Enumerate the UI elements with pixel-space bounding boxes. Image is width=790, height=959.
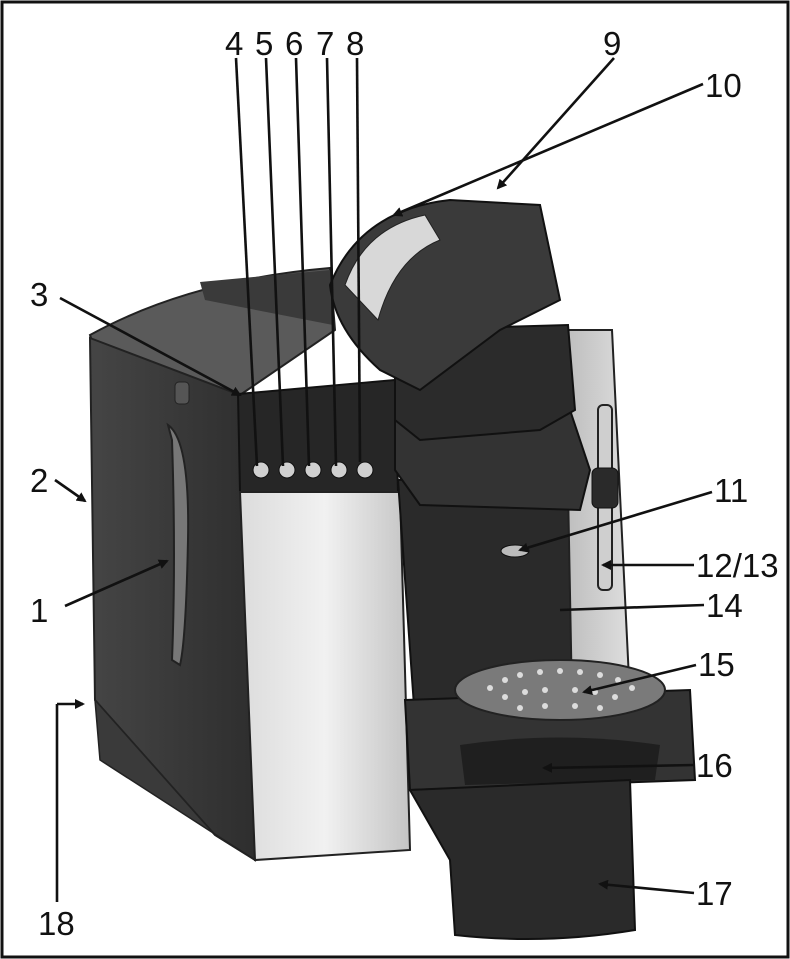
label-12-13: 12/13	[696, 547, 779, 584]
label-15: 15	[698, 646, 735, 683]
capsule-container	[408, 778, 637, 940]
drip-tray-inner	[460, 737, 660, 785]
label-10: 10	[705, 67, 742, 104]
top-slot	[200, 270, 333, 325]
label-9: 9	[603, 25, 621, 62]
label-16: 16	[696, 747, 733, 784]
machine-rear-base	[94, 697, 256, 861]
cup-grid-holes	[487, 668, 635, 711]
front-panel	[238, 491, 412, 862]
label-3: 3	[30, 276, 48, 313]
steam-knob	[591, 467, 619, 509]
coffee-outlet	[500, 544, 530, 558]
lid-window	[344, 214, 441, 321]
label-14: 14	[706, 587, 743, 624]
label-2: 2	[30, 462, 48, 499]
label-4: 4	[225, 25, 243, 62]
label-18: 18	[38, 905, 75, 942]
callout-labels: 1 2 3 4 5 6 7 8 9 10 11 12/13 14 15 16 1…	[30, 25, 779, 942]
label-5: 5	[255, 25, 273, 62]
label-17: 17	[696, 875, 733, 912]
label-1: 1	[30, 592, 48, 629]
side-knob	[174, 381, 190, 405]
label-7: 7	[316, 25, 334, 62]
label-6: 6	[285, 25, 303, 62]
cup-grid	[454, 659, 666, 721]
coffee-machine-illustration	[88, 198, 697, 940]
label-11: 11	[714, 472, 748, 509]
label-8: 8	[346, 25, 364, 62]
leader-lines	[54, 57, 713, 902]
water-tank-handle	[166, 422, 190, 667]
